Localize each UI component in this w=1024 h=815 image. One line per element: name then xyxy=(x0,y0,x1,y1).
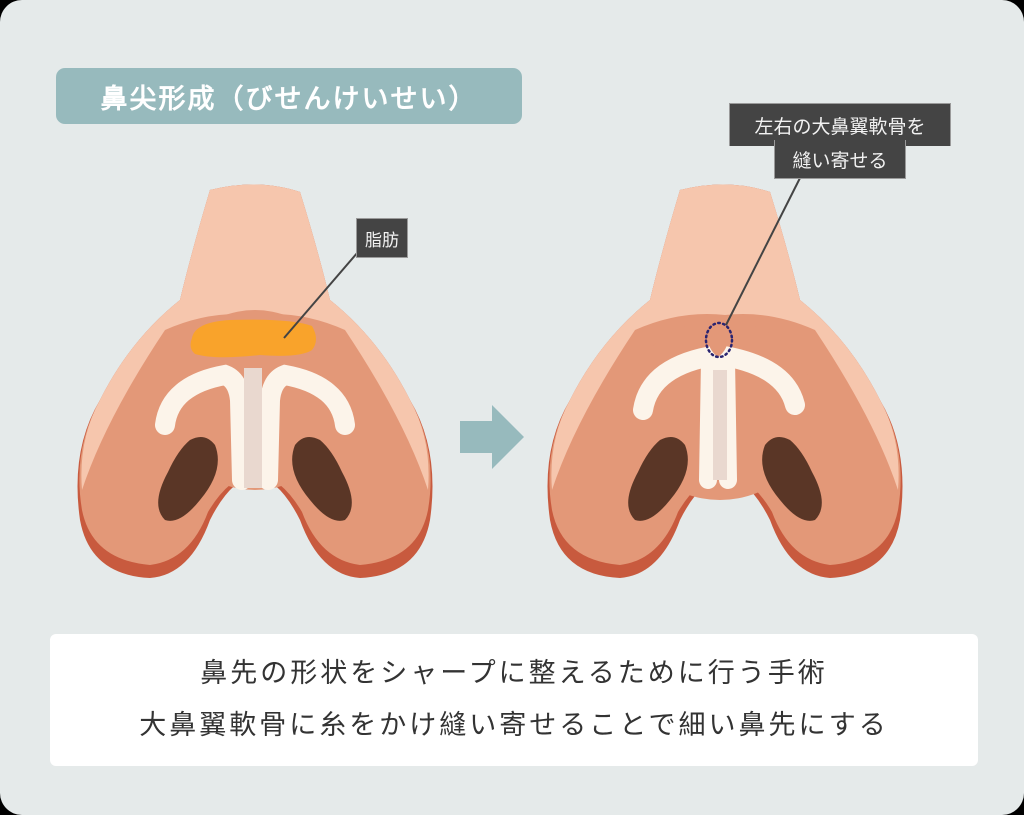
dotted-circle-icon xyxy=(704,321,734,359)
caption-line-1: 鼻先の形状をシャープに整えるために行う手術 xyxy=(200,658,828,689)
caption-box: 鼻先の形状をシャープに整えるために行う手術 大鼻翼軟骨に糸をかけ縫い寄せることで… xyxy=(50,634,978,766)
nose-before xyxy=(77,184,433,578)
page-title: 鼻尖形成（びせんけいせい） xyxy=(56,68,522,124)
fat-label: 脂肪 xyxy=(356,218,408,258)
caption-line-2: 大鼻翼軟骨に糸をかけ縫い寄せることで細い鼻先にする xyxy=(139,710,889,741)
arrow-right-icon xyxy=(460,405,524,469)
cartilage-label-line1: 左右の大鼻翼軟骨を xyxy=(729,103,951,146)
cartilage-label-line2: 縫い寄せる xyxy=(774,140,906,179)
nose-after xyxy=(547,177,903,578)
